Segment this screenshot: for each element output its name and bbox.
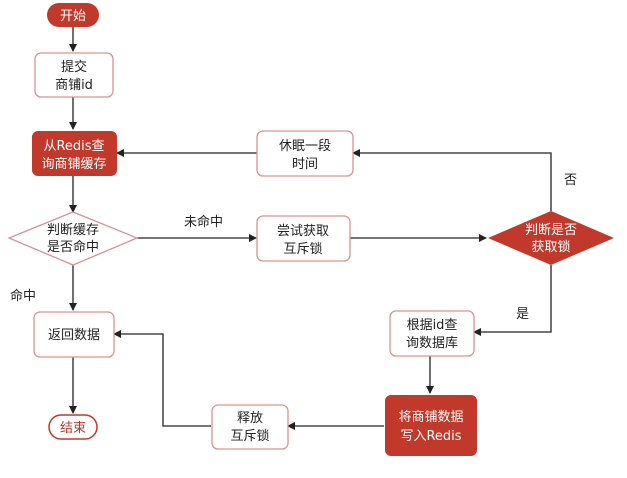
node-release-lock: 释放 互斥锁 <box>211 404 289 450</box>
node-start: 开始 <box>47 3 99 27</box>
node-write-redis: 将商铺数据 写入Redis <box>385 395 477 456</box>
edges <box>69 27 552 430</box>
node-query-db: 根据id查 询数据库 <box>389 310 475 357</box>
edge-label-no: 否 <box>564 173 577 188</box>
svg-text:时间: 时间 <box>292 157 318 172</box>
node-query-redis: 从Redis查 询商铺缓存 <box>32 131 117 176</box>
svg-text:互斥锁: 互斥锁 <box>283 241 322 257</box>
svg-text:商铺id: 商铺id <box>55 78 93 93</box>
node-submit-shop-id: 提交 商铺id <box>34 52 114 98</box>
svg-text:释放: 释放 <box>237 411 263 426</box>
edge-label-yes: 是 <box>516 307 529 322</box>
node-end: 结束 <box>48 414 98 440</box>
svg-text:询数据库: 询数据库 <box>406 335 458 351</box>
svg-text:结束: 结束 <box>60 421 86 436</box>
svg-text:从Redis查: 从Redis查 <box>43 139 104 154</box>
edge-label-miss: 未命中 <box>184 214 223 230</box>
edge-label-hit: 命中 <box>10 288 36 304</box>
svg-text:写入Redis: 写入Redis <box>400 429 461 444</box>
svg-text:获取锁: 获取锁 <box>531 239 570 255</box>
edge-lock-check-to-query-db <box>473 265 552 336</box>
node-cache-hit-check: 判断缓存 是否命中 <box>7 211 139 266</box>
node-sleep: 休眠一段 时间 <box>256 130 354 177</box>
svg-text:返回数据: 返回数据 <box>48 328 100 343</box>
svg-text:尝试获取: 尝试获取 <box>277 224 329 239</box>
svg-text:将商铺数据: 将商铺数据 <box>398 410 463 425</box>
edge-release-to-return <box>113 330 211 427</box>
svg-text:询商铺缓存: 询商铺缓存 <box>41 157 106 172</box>
svg-text:开始: 开始 <box>60 9 86 24</box>
edge-lock-check-to-sleep <box>352 149 552 211</box>
svg-text:是否命中: 是否命中 <box>47 239 99 255</box>
svg-text:判断是否: 判断是否 <box>525 223 577 238</box>
svg-text:提交: 提交 <box>61 59 87 75</box>
svg-text:互斥锁: 互斥锁 <box>230 428 269 444</box>
node-lock-check: 判断是否 获取锁 <box>488 211 614 265</box>
svg-text:判断缓存: 判断缓存 <box>47 223 99 238</box>
node-return-data: 返回数据 <box>33 311 115 358</box>
svg-text:休眠一段: 休眠一段 <box>279 139 331 154</box>
svg-text:根据id查: 根据id查 <box>407 318 458 333</box>
node-try-lock: 尝试获取 互斥锁 <box>256 215 351 262</box>
